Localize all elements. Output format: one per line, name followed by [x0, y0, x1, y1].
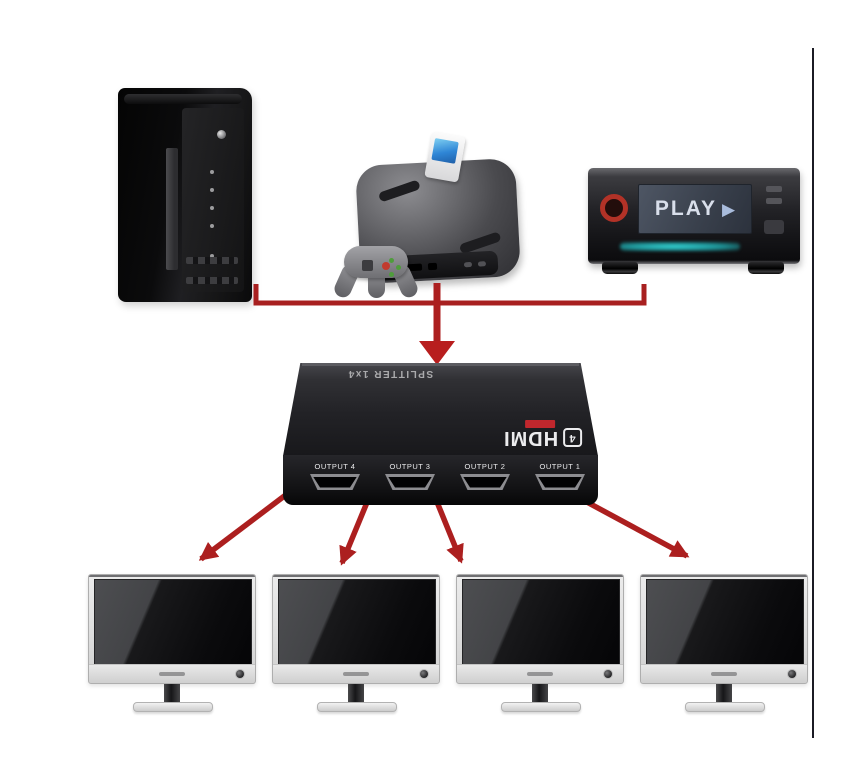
splitter-label: SPLITTER 1x4 — [347, 368, 433, 379]
optical-drive-strip — [166, 148, 178, 270]
hdmi-logo-text: HDMI — [502, 427, 558, 449]
media-player-display: PLAY ▶ — [638, 184, 752, 234]
monitor-4-icon — [640, 574, 808, 712]
monitor-power-button-icon — [236, 670, 244, 678]
hdmi-port-icon — [385, 474, 435, 490]
arrow-output-4 — [198, 491, 289, 562]
arrowhead-to-splitter — [419, 341, 455, 365]
hdmi-logo-port-count: 4 — [563, 428, 582, 448]
monitor-brand-logo — [343, 672, 369, 676]
monitor-3-icon — [456, 574, 624, 712]
monitor-power-button-icon — [420, 670, 428, 678]
vent-grill — [186, 257, 238, 264]
disc-tray-glow — [620, 242, 740, 251]
monitor-screen — [462, 579, 620, 665]
monitor-1-icon — [88, 574, 256, 712]
monitor-2-icon — [272, 574, 440, 712]
output-port-1: OUTPUT 1 — [522, 462, 598, 490]
game-console-icon — [331, 131, 524, 300]
hdmi-port-icon — [310, 474, 360, 490]
output-port-label: OUTPUT 2 — [464, 462, 506, 471]
hdmi-port-icon — [460, 474, 510, 490]
output-port-4: OUTPUT 4 — [297, 462, 373, 490]
splitter-front-face: OUTPUT 4 OUTPUT 3 OUTPUT 2 OUTPUT 1 — [283, 455, 598, 505]
arrow-output-3 — [339, 498, 371, 566]
display-play-text: PLAY — [654, 197, 717, 220]
monitor-screen — [94, 579, 252, 665]
pc-tower-icon — [118, 88, 252, 302]
output-port-2: OUTPUT 2 — [447, 462, 523, 490]
monitor-stand — [716, 684, 732, 704]
tower-top-groove — [124, 94, 242, 104]
tower-front-panel — [166, 108, 244, 292]
monitor-power-button-icon — [604, 670, 612, 678]
monitor-screen — [278, 579, 436, 665]
hdmi-splitter: SPLITTER 1x4 4 HDMI OUTPUT 4 OUTPUT 3 OU… — [283, 363, 598, 505]
monitor-screen — [646, 579, 804, 665]
monitor-power-button-icon — [788, 670, 796, 678]
output-port-label: OUTPUT 4 — [314, 462, 356, 471]
play-triangle-icon: ▶ — [722, 199, 736, 219]
monitor-brand-logo — [711, 672, 737, 676]
hdmi-logo: 4 HDMI — [502, 420, 582, 449]
hdmi-port-icon — [535, 474, 585, 490]
power-ring-icon — [600, 194, 628, 222]
game-controller-icon — [331, 238, 421, 308]
monitor-stand — [164, 684, 180, 704]
output-port-label: OUTPUT 3 — [389, 462, 431, 471]
media-player-icon: PLAY ▶ — [588, 168, 800, 280]
monitor-stand — [348, 684, 364, 704]
monitor-brand-logo — [527, 672, 553, 676]
vent-grill — [186, 277, 238, 284]
output-port-3: OUTPUT 3 — [372, 462, 448, 490]
page-edge-line — [812, 48, 814, 738]
hdmi-logo-badge — [525, 420, 556, 428]
monitor-stand — [532, 684, 548, 704]
monitor-brand-logo — [159, 672, 185, 676]
splitter-top-face: SPLITTER 1x4 4 HDMI — [283, 363, 598, 456]
media-player-body: PLAY ▶ — [588, 168, 800, 264]
power-button-icon — [217, 130, 226, 139]
arrow-output-2 — [434, 500, 464, 564]
output-port-label: OUTPUT 1 — [539, 462, 581, 471]
